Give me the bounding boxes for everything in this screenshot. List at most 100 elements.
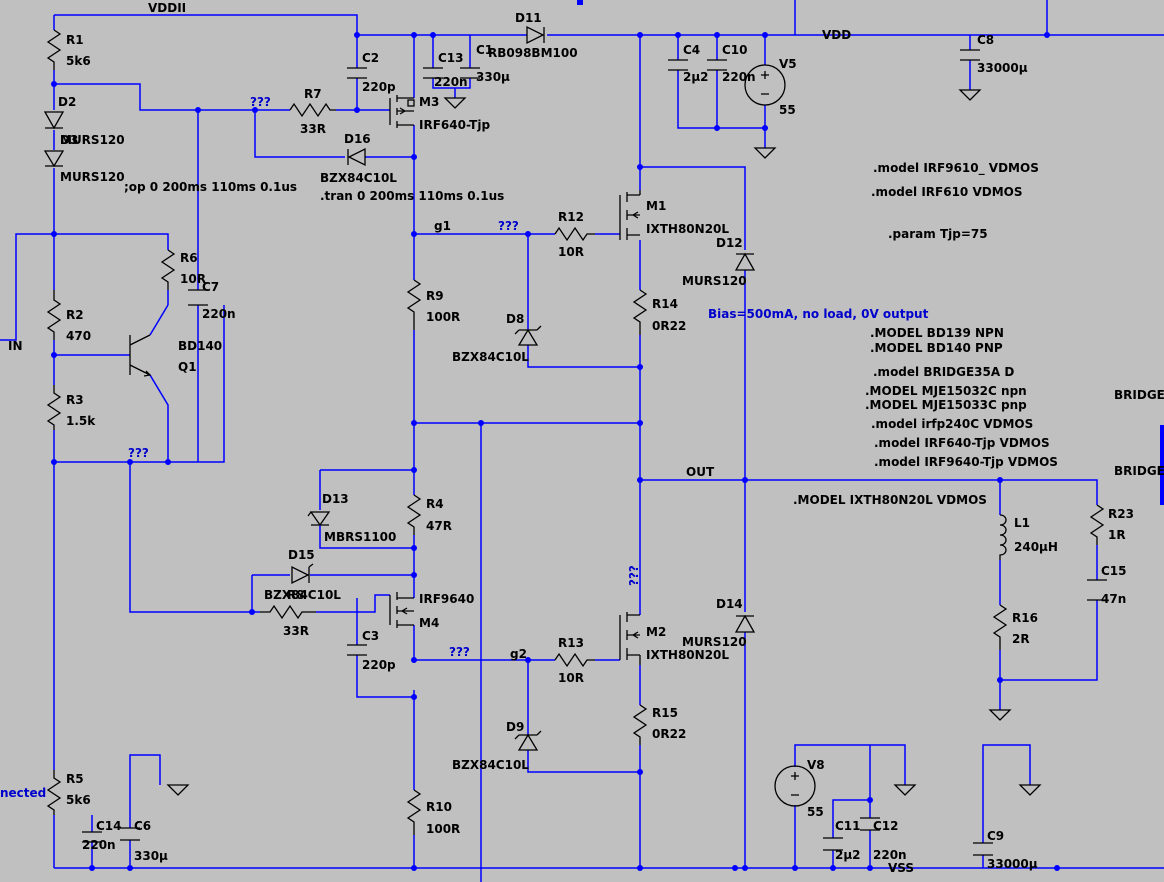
r8-value: 33R bbox=[283, 624, 309, 638]
resistor-r2-symbol bbox=[46, 290, 62, 340]
d8-value: BZX84C10L bbox=[452, 350, 529, 364]
capacitor-c14-symbol bbox=[82, 831, 102, 843]
capacitor-c3-symbol bbox=[347, 644, 367, 656]
ground-symbol bbox=[988, 709, 1012, 721]
c12-name: C12 bbox=[873, 819, 899, 833]
resistor-r3-symbol bbox=[46, 385, 62, 430]
c1-name: C1 bbox=[476, 43, 493, 57]
r6-value: 10R bbox=[180, 272, 206, 286]
d11-value: RB098BM100 bbox=[488, 46, 578, 60]
capacitor-c1-symbol bbox=[460, 67, 480, 79]
resistor-r23-symbol bbox=[1089, 504, 1105, 545]
v8-value: 55 bbox=[807, 805, 824, 819]
d9-value: BZX84C10L bbox=[452, 758, 529, 772]
capacitor-c4-symbol bbox=[668, 59, 688, 71]
c6-name: C6 bbox=[134, 819, 151, 833]
diode-d16-symbol bbox=[347, 147, 366, 167]
mosfet-m4-symbol bbox=[389, 592, 414, 628]
resistor-r4-symbol bbox=[406, 494, 422, 535]
v5-value: 55 bbox=[779, 103, 796, 117]
resistor-r14-symbol bbox=[632, 289, 648, 335]
d15-value: BZX84C10L bbox=[264, 588, 341, 602]
d12-name: D12 bbox=[716, 236, 743, 250]
capacitor-c13-symbol bbox=[423, 67, 443, 79]
r4-name: R4 bbox=[426, 497, 444, 511]
r2-name: R2 bbox=[66, 308, 84, 322]
net-vss-label: VSS bbox=[888, 861, 914, 875]
resistor-r13-symbol bbox=[554, 652, 595, 668]
net-g1-label: g1 bbox=[434, 219, 451, 233]
diode-d11-symbol bbox=[526, 25, 545, 45]
net-vddii-label: VDDII bbox=[148, 1, 186, 15]
diode-d2-symbol bbox=[43, 111, 65, 130]
ground-symbol bbox=[1018, 784, 1042, 796]
tran-directive: .tran 0 200ms 110ms 0.1us bbox=[320, 189, 504, 203]
capacitor-c15-symbol bbox=[1087, 579, 1107, 601]
voltage-source-v5-symbol bbox=[744, 64, 786, 106]
mosfet-m2-symbol bbox=[619, 612, 641, 665]
diode-symbols bbox=[43, 25, 756, 751]
r14-value: 0R22 bbox=[652, 319, 686, 333]
capacitor-c7-symbol bbox=[188, 289, 208, 306]
model-directive: .model IRF9640-Tjp VDMOS bbox=[874, 455, 1058, 469]
mosfet-m3-body bbox=[407, 99, 415, 107]
resistor-symbols bbox=[46, 29, 1105, 835]
d16-name: D16 bbox=[344, 132, 371, 146]
c2-name: C2 bbox=[362, 51, 379, 65]
model-directive: .model IRF640-Tjp VDMOS bbox=[874, 436, 1050, 450]
d3-name-overlap: D3 bbox=[60, 133, 78, 147]
c11-value: 2µ2 bbox=[835, 848, 861, 862]
c14-name: C14 bbox=[96, 819, 122, 833]
capacitor-c2-symbol bbox=[347, 67, 367, 79]
ground-symbol bbox=[443, 97, 467, 109]
mosfet-m1-symbol bbox=[619, 190, 641, 240]
m2-name: M2 bbox=[646, 625, 666, 639]
bjt-q1-symbol bbox=[129, 334, 152, 377]
r1-value: 5k6 bbox=[66, 54, 91, 68]
v8-name: V8 bbox=[807, 758, 825, 772]
c9-name: C9 bbox=[987, 829, 1004, 843]
r7-value: 33R bbox=[300, 122, 326, 136]
c1-value: 330µ bbox=[476, 70, 510, 84]
m4-value: IRF9640 bbox=[419, 592, 474, 606]
c15-value: 47n bbox=[1101, 592, 1126, 606]
probe-marker bbox=[577, 0, 583, 5]
v5-name: V5 bbox=[779, 57, 797, 71]
r5-name: R5 bbox=[66, 772, 84, 786]
m3-value: IRF640-Tjp bbox=[419, 118, 490, 132]
net-out-label: OUT bbox=[686, 465, 715, 479]
r9-value: 100R bbox=[426, 310, 460, 324]
op-directive: ;op 0 200ms 110ms 0.1us bbox=[124, 180, 297, 194]
resistor-r1-symbol bbox=[46, 29, 62, 70]
r8-name: R8 bbox=[287, 588, 305, 602]
c13-value: 220n bbox=[434, 75, 468, 89]
model-directive: .model BRIDGE35A D bbox=[873, 365, 1014, 379]
c10-name: C10 bbox=[722, 43, 748, 57]
c8-value: 33000µ bbox=[977, 61, 1028, 75]
capacitor-symbols bbox=[82, 49, 1107, 856]
c2-value: 220p bbox=[362, 80, 396, 94]
q1-name: Q1 bbox=[178, 360, 197, 374]
d13-name: D13 bbox=[322, 492, 349, 506]
r3-value: 1.5k bbox=[66, 414, 96, 428]
component-labels: R1 5k6 D2 MURS120 D3 MURS120 R2 470 R3 1… bbox=[58, 11, 1134, 871]
r16-value: 2R bbox=[1012, 632, 1030, 646]
r2-value: 470 bbox=[66, 329, 91, 343]
junctions bbox=[51, 32, 1060, 871]
l1-name: L1 bbox=[1014, 516, 1030, 530]
resistor-r7-symbol bbox=[289, 102, 336, 118]
diode-d8-symbol bbox=[514, 325, 542, 346]
r5-value: 5k6 bbox=[66, 793, 91, 807]
d2-name: D2 bbox=[58, 95, 76, 109]
resistor-r10-symbol bbox=[406, 789, 422, 835]
d11-name: D11 bbox=[515, 11, 542, 25]
diode-d3-symbol bbox=[43, 150, 65, 168]
net-unknown-label: ??? bbox=[449, 645, 470, 659]
mosfet-m3-symbol bbox=[389, 95, 414, 128]
c4-name: C4 bbox=[683, 43, 700, 57]
diode-d13-symbol bbox=[307, 511, 331, 527]
m1-name: M1 bbox=[646, 199, 666, 213]
net-unknown-label: ??? bbox=[128, 446, 149, 460]
